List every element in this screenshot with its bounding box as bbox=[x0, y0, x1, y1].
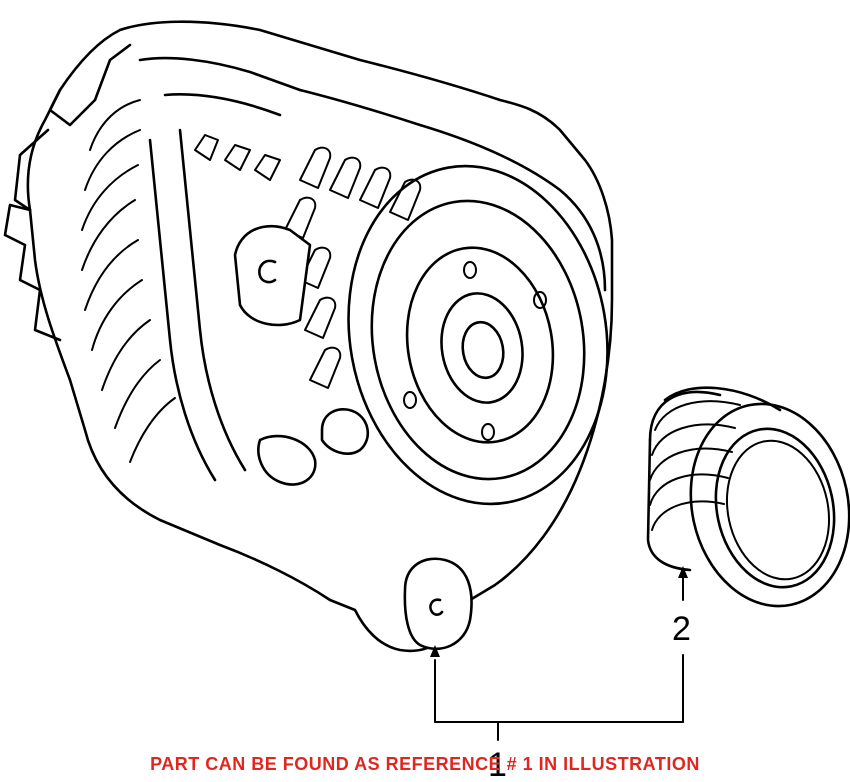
callout-2: 2 bbox=[672, 610, 691, 648]
pulley-drawing bbox=[646, 386, 850, 608]
callout-1: 1 bbox=[488, 746, 507, 782]
arrow-up-icon bbox=[678, 566, 688, 578]
arrow-up-icon bbox=[430, 645, 440, 657]
callout-leaders bbox=[430, 566, 688, 741]
reference-note: PART CAN BE FOUND AS REFERENCE # 1 IN IL… bbox=[150, 754, 700, 774]
alternator-drawing bbox=[3, 20, 614, 653]
